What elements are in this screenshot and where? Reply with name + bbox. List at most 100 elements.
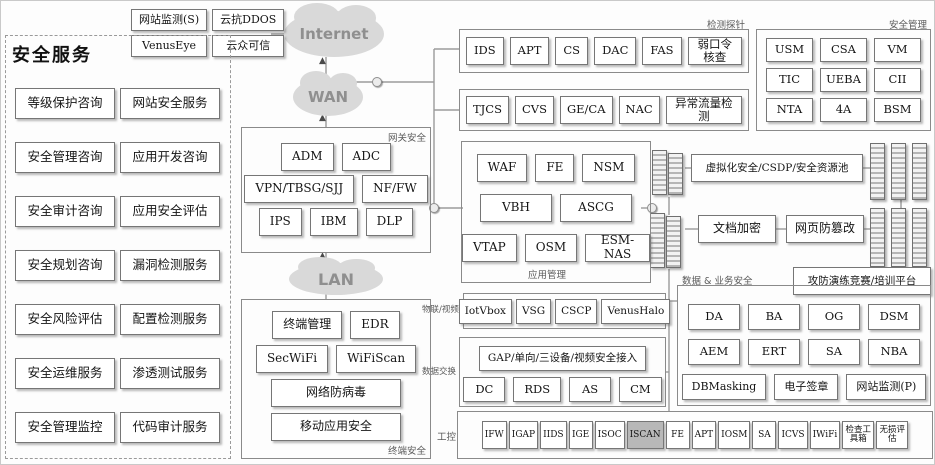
gateway-item: ADM [280,143,334,171]
web-tamper-box: 网页防篡改 [786,215,864,243]
probe-item: NAC [618,96,660,124]
iot-item: VenusHalo [601,298,671,324]
application-item: VTAP [462,234,517,262]
junction-node [429,203,439,213]
data-business-item: ERT [748,339,800,365]
management-item: CII [874,68,921,92]
industrial-control-label: 工控 [437,432,457,443]
probe-item: CVS [514,96,554,124]
industrial-item: APT [691,421,717,449]
lan-cloud: LAN [289,257,383,295]
service-item: 漏洞检测服务 [120,250,220,281]
terminal-item: 终端管理 [272,311,343,339]
internet-label: Internet [299,25,369,43]
application-item: ESM-NAS [585,233,650,262]
data-business-item: DSM [868,304,920,330]
server-rack-icon [870,208,885,267]
server-rack-icon [650,213,665,268]
exchange-row: GAP/单向/三设备/视频安全接入 [460,346,665,371]
service-item: 应用开发咨询 [120,142,220,173]
terminal-item: SecWiFi [255,345,329,373]
exchange-item: DC [463,377,506,402]
management-item: NTA [766,98,813,122]
lan-label: LAN [318,269,354,289]
application-item: ASCG [560,194,632,222]
industrial-item: SA [752,421,777,449]
services-left-column: 等级保护咨询安全管理咨询安全审计咨询安全规划咨询安全风险评估安全运维服务安全管理… [15,88,115,443]
application-item: OSM [524,234,578,262]
terminal-item: EDR [350,311,400,339]
application-item: FE [535,154,575,182]
service-item: 等级保护咨询 [15,88,115,119]
management-item: TIC [766,68,813,92]
industrial-item: IGE [568,421,593,449]
data-business-item: 电子签章 [774,374,839,400]
probe-item: 异常流量检测 [665,96,742,124]
data-business-item: DA [688,304,740,330]
probe-item: IDS [466,37,504,65]
service-item: 安全管理咨询 [15,142,115,173]
iot-item: IotVbox [458,298,512,324]
data-business-item: NBA [868,339,920,365]
data-business-item: AEM [688,339,740,365]
data-business-item: SA [808,339,860,365]
industrial-item: IFW [481,421,507,449]
industrial-item: 检查工具箱 [842,421,875,449]
industrial-item: IOSM [718,421,751,449]
server-rack-icon [870,143,885,200]
industrial-item: ISOC [594,421,625,449]
probe-item: DAC [594,37,637,65]
iot-item: VSG [515,298,552,324]
data-exchange-label: 数据交换 [422,367,457,377]
wan-label: WAN [307,88,349,106]
management-item: 4A [820,98,867,122]
exchange-item: RDS [513,377,562,402]
industrial-item: ICVS [778,421,808,449]
industrial-item: IGAP [508,421,539,449]
terminal-row: 网络防病毒 [242,379,430,407]
terminal-row: 移动应用安全 [242,413,430,441]
server-rack-icon [912,143,927,200]
data-business-item: BA [748,304,800,330]
service-item: 配置检测服务 [120,304,220,335]
application-mgmt-label: 应用管理 [528,270,567,281]
cloud-service-item: VenusEye [131,35,208,57]
terminal-item: WiFiScan [336,345,417,373]
gateway-item: IPS [258,208,302,236]
security-services-panel: 安全服务 等级保护咨询安全管理咨询安全审计咨询安全规划咨询安全风险评估安全运维服… [5,35,231,459]
management-item: CSA [820,38,867,62]
wan-cloud: WAN [293,71,363,116]
cloud-shape [293,71,363,116]
arrow-up-icon: ▲ [319,56,326,66]
arrow-up-icon: ▲ [319,251,326,261]
server-rack-icon [891,143,906,200]
panel-title: 安全服务 [12,45,92,66]
gateway-item: NF/FW [362,175,428,203]
industrial-item: ISCAN [626,421,664,449]
gateway-item: DLP [365,208,414,236]
service-item: 网站安全服务 [120,88,220,119]
management-item: UEBA [820,68,867,92]
terminal-item: 网络防病毒 [271,379,401,407]
service-item: 安全风险评估 [15,304,115,335]
management-item: BSM [874,98,921,122]
junction-node [372,77,382,87]
application-item: VBH [480,194,552,222]
application-item: WAF [476,154,528,182]
service-item: 安全管理监控 [15,412,115,443]
